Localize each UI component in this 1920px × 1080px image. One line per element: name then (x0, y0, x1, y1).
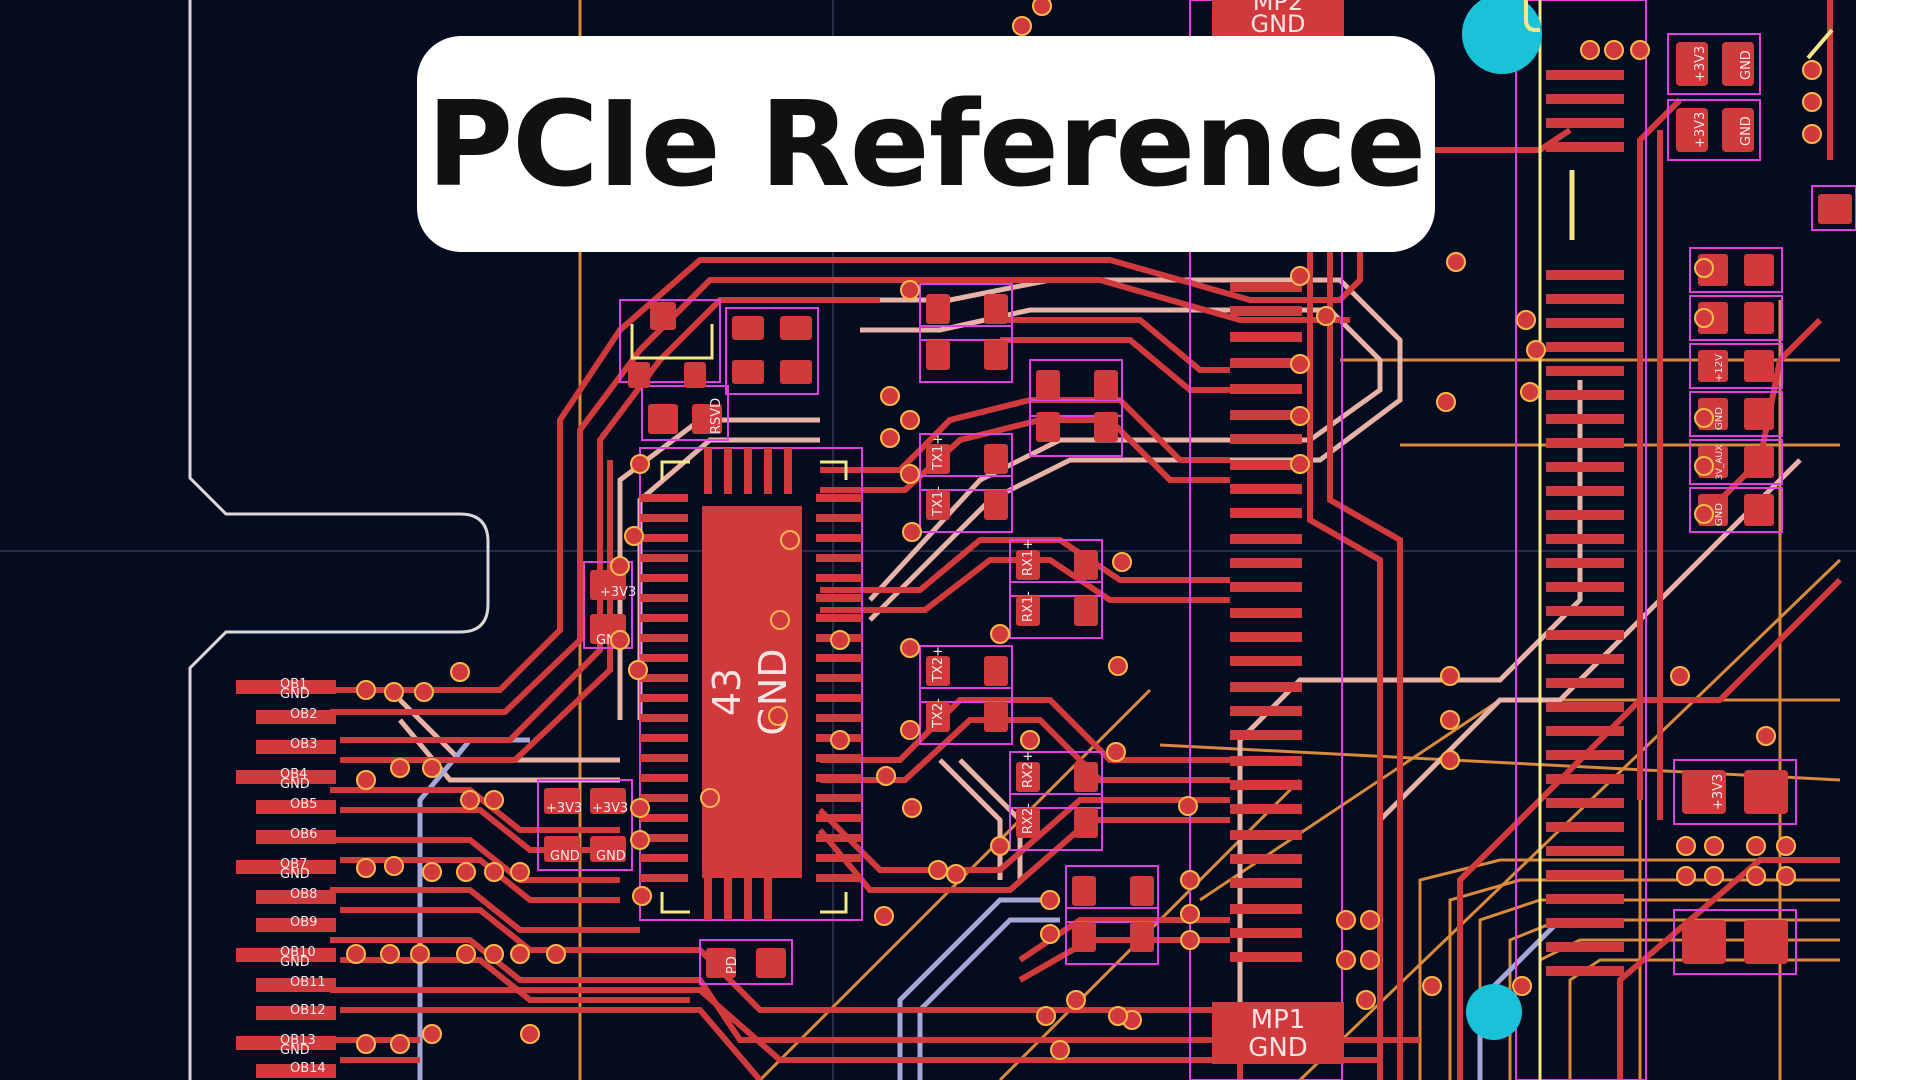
mp2-number: MP2 (1253, 0, 1303, 16)
board-outline (188, 0, 490, 1080)
small-net-label: PD (725, 956, 740, 974)
mp1-number: MP1 (1251, 1005, 1306, 1035)
right-cap-gnd-label: GND (1739, 116, 1754, 146)
edge-pin-label: OB3 (290, 737, 317, 752)
right-cap-gnd-label: GND (1714, 503, 1725, 526)
right-connector (1515, 0, 1647, 1080)
cap-label-tx2n: TX2- (931, 698, 946, 729)
small-net-label: GND (596, 849, 626, 864)
edge-pin-net: GND (280, 777, 310, 792)
cap-label-tx1p: TX1+ (931, 434, 946, 471)
edge-connector: OB1 GND OB2 OB3 OB4 GND OB5 OB6 OB7 GND … (236, 677, 336, 1078)
right-cap-3v3-label: +3V3 (1711, 774, 1726, 810)
right-cap-3v3-label: +3V3 (1693, 46, 1708, 82)
vias (346, 0, 1822, 1060)
edge-pin-net: GND (280, 867, 310, 882)
edge-pin-net: GND (280, 1043, 310, 1058)
edge-pin-label: OB4 (280, 767, 307, 782)
small-net-label: GND (550, 849, 580, 864)
edge-pin-label: OB10 (280, 945, 316, 960)
cap-label-rx1p: RX1+ (1021, 539, 1036, 576)
vertical-connector: MP2 GND MP1 GND (1189, 0, 1344, 1080)
coupling-capacitors: TX1+ TX1- RX1+ RX1- TX2+ TX2- RX2+ RX2- (919, 283, 1159, 965)
small-net-label: RSVD (709, 398, 724, 434)
cap-label-rx2p: RX2+ (1021, 751, 1036, 788)
cap-label-tx2p: TX2+ (931, 646, 946, 683)
cap-label-tx1n: TX1- (931, 486, 946, 517)
page-title: PCIe Reference (426, 75, 1427, 213)
edge-pin-label: OB7 (280, 857, 307, 872)
right-cap-3v3-label: +3V3 (1693, 112, 1708, 148)
edge-pin-label: OB11 (290, 975, 326, 990)
mp1-net: GND (1248, 1033, 1308, 1063)
edge-pin-label: OB5 (290, 797, 317, 812)
silkscreen-marks (1524, 0, 1834, 60)
right-cap-net-label: 3V_AUX (1715, 445, 1725, 480)
cap-label-rx2n: RX2- (1021, 803, 1036, 834)
right-cap-net-label: +12V (1714, 354, 1725, 382)
small-net-label: +3V3 (600, 585, 636, 600)
edge-pin-label: OB12 (290, 1003, 326, 1018)
fiducial-top (1462, 0, 1542, 74)
edge-pin-net: GND (280, 955, 310, 970)
small-net-label: +3V3 (546, 801, 582, 816)
mp2-net: GND (1250, 10, 1305, 38)
small-parts-left: +3V3 GND +3V3 +3V3 GND GND RSVD PD (537, 299, 819, 985)
small-net-label: +3V3 (592, 801, 628, 816)
right-cap-gnd-label: GND (1739, 50, 1754, 80)
edge-pin-label: OB14 (290, 1061, 326, 1076)
right-cap-gnd-label: GND (1714, 407, 1725, 430)
edge-pin-label: OB2 (290, 707, 317, 722)
edge-pin-label: OB6 (290, 827, 317, 842)
edge-pin-net: GND (280, 687, 310, 702)
edge-pin-label: OB9 (290, 915, 317, 930)
edge-pin-label: OB8 (290, 887, 317, 902)
edge-pin-label: OB13 (280, 1033, 316, 1048)
cap-label-rx1n: RX1- (1021, 591, 1036, 622)
edge-pin-label: OB1 (280, 677, 307, 692)
ic-pad-number: 43 (705, 668, 749, 716)
fiducial-bottom (1466, 984, 1522, 1040)
title-card: PCIe Reference (417, 36, 1435, 252)
